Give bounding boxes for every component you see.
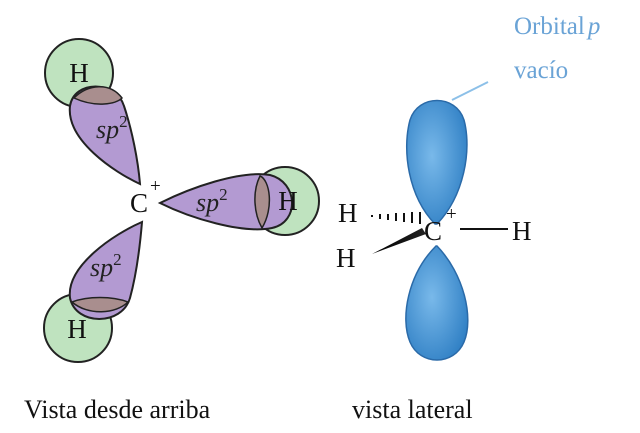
overlap-top [72,86,123,105]
overlap-right [254,175,271,230]
caption-top-view: Vista desde arriba [24,395,211,424]
hydrogen-label-side-lower-left: H [336,243,356,273]
carbocation-charge-top-view: + [150,176,161,197]
carbocation-charge-side-view: + [446,204,457,225]
orbital-label-pointer [451,81,489,101]
sp2-label-top: sp2 [96,112,128,144]
hydrogen-label-top: H [69,58,89,88]
hydrogen-label-bottom: H [67,314,87,344]
carbon-label-side-view: C [424,216,442,246]
p-orbital-lower-lobe [405,245,469,361]
carbon-label-top-view: C [130,188,148,218]
overlap-bottom [70,296,130,313]
sp2-label-bottom: sp2 [90,250,122,282]
p-orbital-upper-lobe [405,99,468,225]
wedge-bond [372,228,426,254]
sp2-label-right: sp2 [196,185,228,217]
hydrogen-label-right: H [278,186,298,216]
hydrogen-label-side-upper-left: H [338,198,358,228]
sp2-lobe-bottom [68,220,144,320]
orbital-label-line2: vacío [514,57,568,84]
caption-side-view: vista lateral [352,395,473,424]
hashed-bond [371,212,421,224]
hydrogen-label-side-right: H [512,216,532,246]
top-view: H H H sp2 sp2 sp2 C + Vista desde arriba [24,38,320,424]
sp2-lobe-top [68,85,142,186]
